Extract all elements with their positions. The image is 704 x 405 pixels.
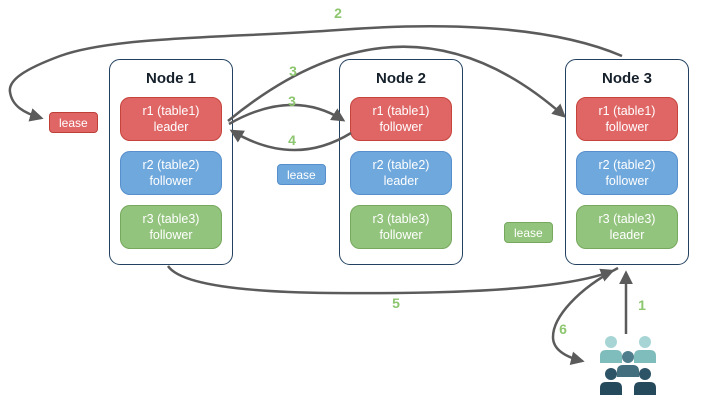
replica-role: follower: [605, 120, 649, 134]
lease-badge-table2: lease: [277, 164, 326, 185]
arrow-step-5: [166, 265, 615, 295]
node-2: Node 2 r1 (table1) follower r2 (table2) …: [339, 59, 463, 265]
node-3-replica-r1: r1 (table1) follower: [576, 97, 678, 141]
lease-badge-table1: lease: [49, 112, 98, 133]
node-1-replica-r1: r1 (table1) leader: [120, 97, 222, 141]
arrow-step-2: [8, 25, 623, 122]
step-label-3a: 3: [289, 63, 297, 79]
replica-role: follower: [379, 120, 423, 134]
node-2-replica-r1: r1 (table1) follower: [350, 97, 452, 141]
replica-role: follower: [149, 228, 193, 242]
node-3: Node 3 r1 (table1) follower r2 (table2) …: [565, 59, 689, 265]
step-label-2: 2: [334, 5, 342, 21]
step-label-3b: 3: [288, 93, 296, 109]
replica-name: r1 (table1): [598, 104, 656, 118]
node-2-title: Node 2: [375, 70, 426, 87]
replica-name: r2 (table2): [142, 158, 200, 172]
lease-badge-table3: lease: [504, 222, 553, 243]
replica-name: r2 (table2): [598, 158, 656, 172]
node-1-replica-r3: r3 (table3) follower: [120, 205, 222, 249]
replica-role: leader: [153, 120, 189, 134]
step-label-5: 5: [392, 295, 400, 311]
users-icon: [600, 336, 656, 395]
node-3-replica-r3: r3 (table3) leader: [576, 205, 678, 249]
replica-name: r3 (table3): [142, 212, 200, 226]
replica-name: r2 (table2): [372, 158, 430, 172]
step-label-6: 6: [559, 321, 567, 337]
node-2-replica-r3: r3 (table3) follower: [350, 205, 452, 249]
node-1: Node 1 r1 (table1) leader r2 (table2) fo…: [109, 59, 233, 265]
replica-name: r1 (table1): [372, 104, 430, 118]
node-1-replica-r2: r2 (table2) follower: [120, 151, 222, 195]
step-label-1: 1: [638, 297, 646, 313]
replica-role: follower: [605, 174, 649, 188]
step-label-4: 4: [288, 132, 296, 148]
replica-name: r1 (table1): [142, 104, 200, 118]
node-3-title: Node 3: [601, 70, 652, 87]
replica-role: leader: [383, 174, 419, 188]
replica-name: r3 (table3): [598, 212, 656, 226]
replica-role: follower: [149, 174, 193, 188]
replica-name: r3 (table3): [372, 212, 430, 226]
node-3-replica-r2: r2 (table2) follower: [576, 151, 678, 195]
node-2-replica-r2: r2 (table2) leader: [350, 151, 452, 195]
arrow-step-3-to-node2: [228, 103, 346, 126]
replica-role: follower: [379, 228, 423, 242]
replica-role: leader: [609, 228, 645, 242]
node-1-title: Node 1: [145, 70, 196, 87]
